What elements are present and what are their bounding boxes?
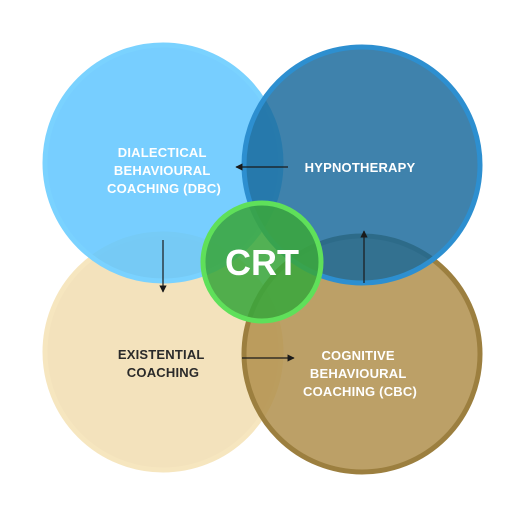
hypnotherapy-label-line: HYPNOTHERAPY [305,160,416,175]
existential-coaching-label: EXISTENTIAL COACHING [118,347,208,380]
existential-label-line: COACHING [127,365,199,380]
crt-label: CRT [225,242,299,283]
dbc-label: DIALECTICAL BEHAVIOURAL COACHING (DBC) [107,145,221,196]
cbc-label-line: COACHING (CBC) [303,384,417,399]
dbc-label-line: DIALECTICAL [118,145,207,160]
hypnotherapy-label: HYPNOTHERAPY [305,160,416,175]
dbc-label-line: COACHING (DBC) [107,181,221,196]
dbc-label-line: BEHAVIOURAL [114,163,210,178]
existential-label-line: EXISTENTIAL [118,347,205,362]
cbc-label: COGNITIVE BEHAVIOURAL COACHING (CBC) [303,348,417,399]
cbc-label-line: BEHAVIOURAL [310,366,406,381]
cbc-label-line: COGNITIVE [321,348,394,363]
crt-center-circle [200,200,324,324]
